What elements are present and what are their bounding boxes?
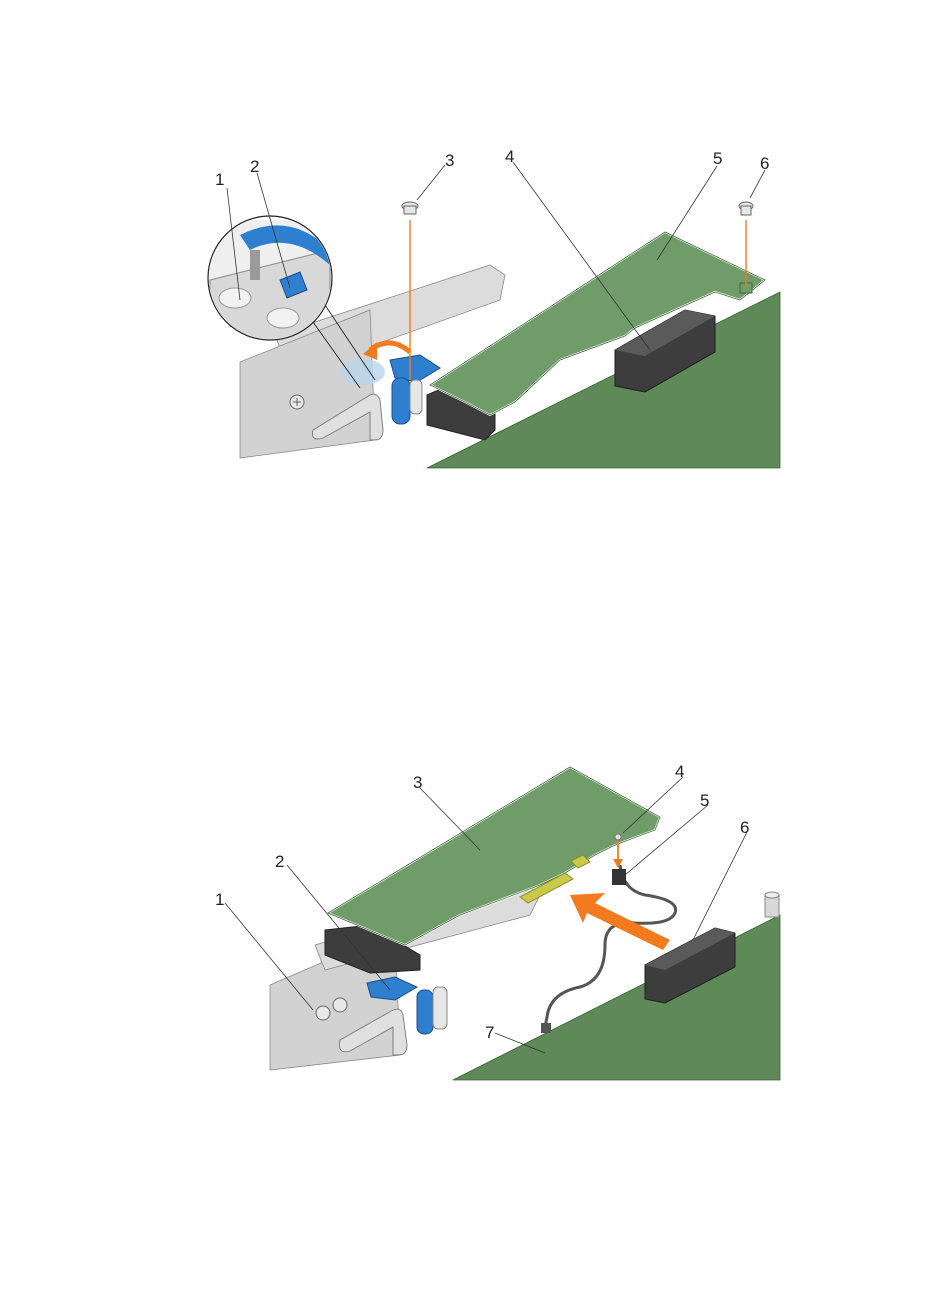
installation-diagram-svg: 1 2 3 4 5 6 7 xyxy=(195,755,795,1085)
callout-2: 2 xyxy=(250,157,259,176)
callout-3: 3 xyxy=(413,773,422,792)
screw-3-icon xyxy=(402,202,418,214)
callout-5: 5 xyxy=(700,791,709,810)
callout-1: 1 xyxy=(215,170,224,189)
screw-6-icon xyxy=(739,202,753,215)
callout-7: 7 xyxy=(485,1023,494,1042)
latch-ghost xyxy=(341,359,385,385)
bracket-screw-icon xyxy=(316,1006,330,1020)
removal-diagram: 1 2 3 4 5 6 xyxy=(195,140,795,475)
callout-2: 2 xyxy=(275,852,284,871)
removal-diagram-svg: 1 2 3 4 5 6 xyxy=(195,140,795,475)
callout-5: 5 xyxy=(713,149,722,168)
installation-diagram: 1 2 3 4 5 6 7 xyxy=(195,755,795,1085)
callout-6: 6 xyxy=(740,818,749,837)
callout-4: 4 xyxy=(675,762,684,781)
callout-4: 4 xyxy=(505,147,514,166)
standoff-icon xyxy=(765,892,779,917)
callout-3: 3 xyxy=(445,151,454,170)
callout-1: 1 xyxy=(215,890,224,909)
cable-connector xyxy=(612,869,626,885)
callout-6: 6 xyxy=(760,154,769,173)
